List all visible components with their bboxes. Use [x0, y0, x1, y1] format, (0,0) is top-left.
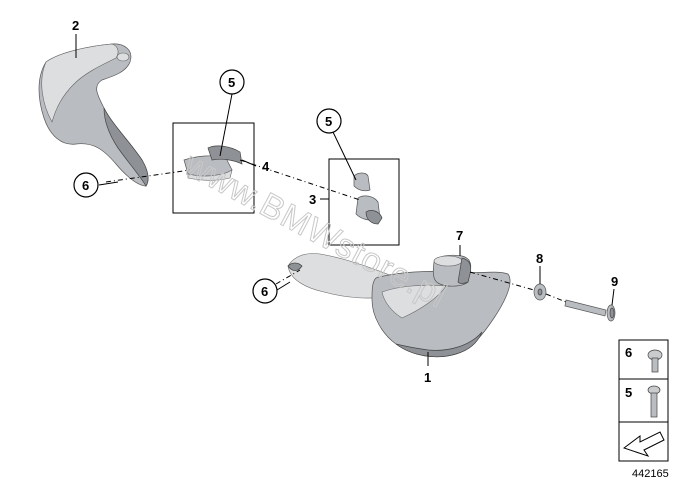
callout-3: 3 — [309, 192, 316, 207]
torx-screw-short-icon — [647, 349, 663, 373]
torx-screw-long-icon — [647, 385, 661, 418]
screw-part-9 — [564, 299, 616, 322]
callout-4: 4 — [262, 159, 270, 174]
callout-6b: 6 — [261, 284, 268, 299]
callout-circle-5a — [219, 69, 245, 95]
alignment-line-parts — [469, 271, 567, 303]
legend-label-6: 6 — [625, 345, 632, 360]
watermark: www.BMWstore.pl — [177, 145, 453, 316]
alignment-line-upper-2 — [239, 159, 361, 201]
clamp-group-box-3 — [328, 158, 400, 246]
callout-circle-5b — [316, 108, 342, 134]
callout-1: 1 — [424, 370, 431, 385]
alignment-line-upper — [105, 169, 191, 183]
callout-circle-6b — [252, 278, 278, 304]
callout-2: 2 — [72, 18, 79, 33]
document-number: 442165 — [632, 468, 669, 480]
callout-5b: 5 — [325, 114, 332, 129]
washer-part-8 — [533, 283, 547, 301]
clamp-part-3 — [353, 172, 383, 225]
callout-circle-6a — [73, 172, 99, 198]
callout-6a: 6 — [82, 178, 89, 193]
callout-8: 8 — [536, 251, 543, 266]
direction-arrow-icon — [622, 431, 665, 457]
alignment-line-lower — [275, 269, 301, 285]
clamp-group-box-4 — [172, 122, 255, 214]
callout-5a: 5 — [228, 75, 235, 90]
bushing-part-7 — [432, 254, 472, 287]
legend-box: 6 5 — [618, 339, 669, 462]
callout-7: 7 — [456, 228, 463, 243]
clamp-part-4 — [183, 145, 243, 181]
hand-guard-upper-part-2 — [38, 43, 149, 187]
callout-9: 9 — [611, 274, 618, 289]
hand-guard-lower-part-1 — [287, 253, 511, 358]
legend-label-5: 5 — [625, 385, 632, 400]
